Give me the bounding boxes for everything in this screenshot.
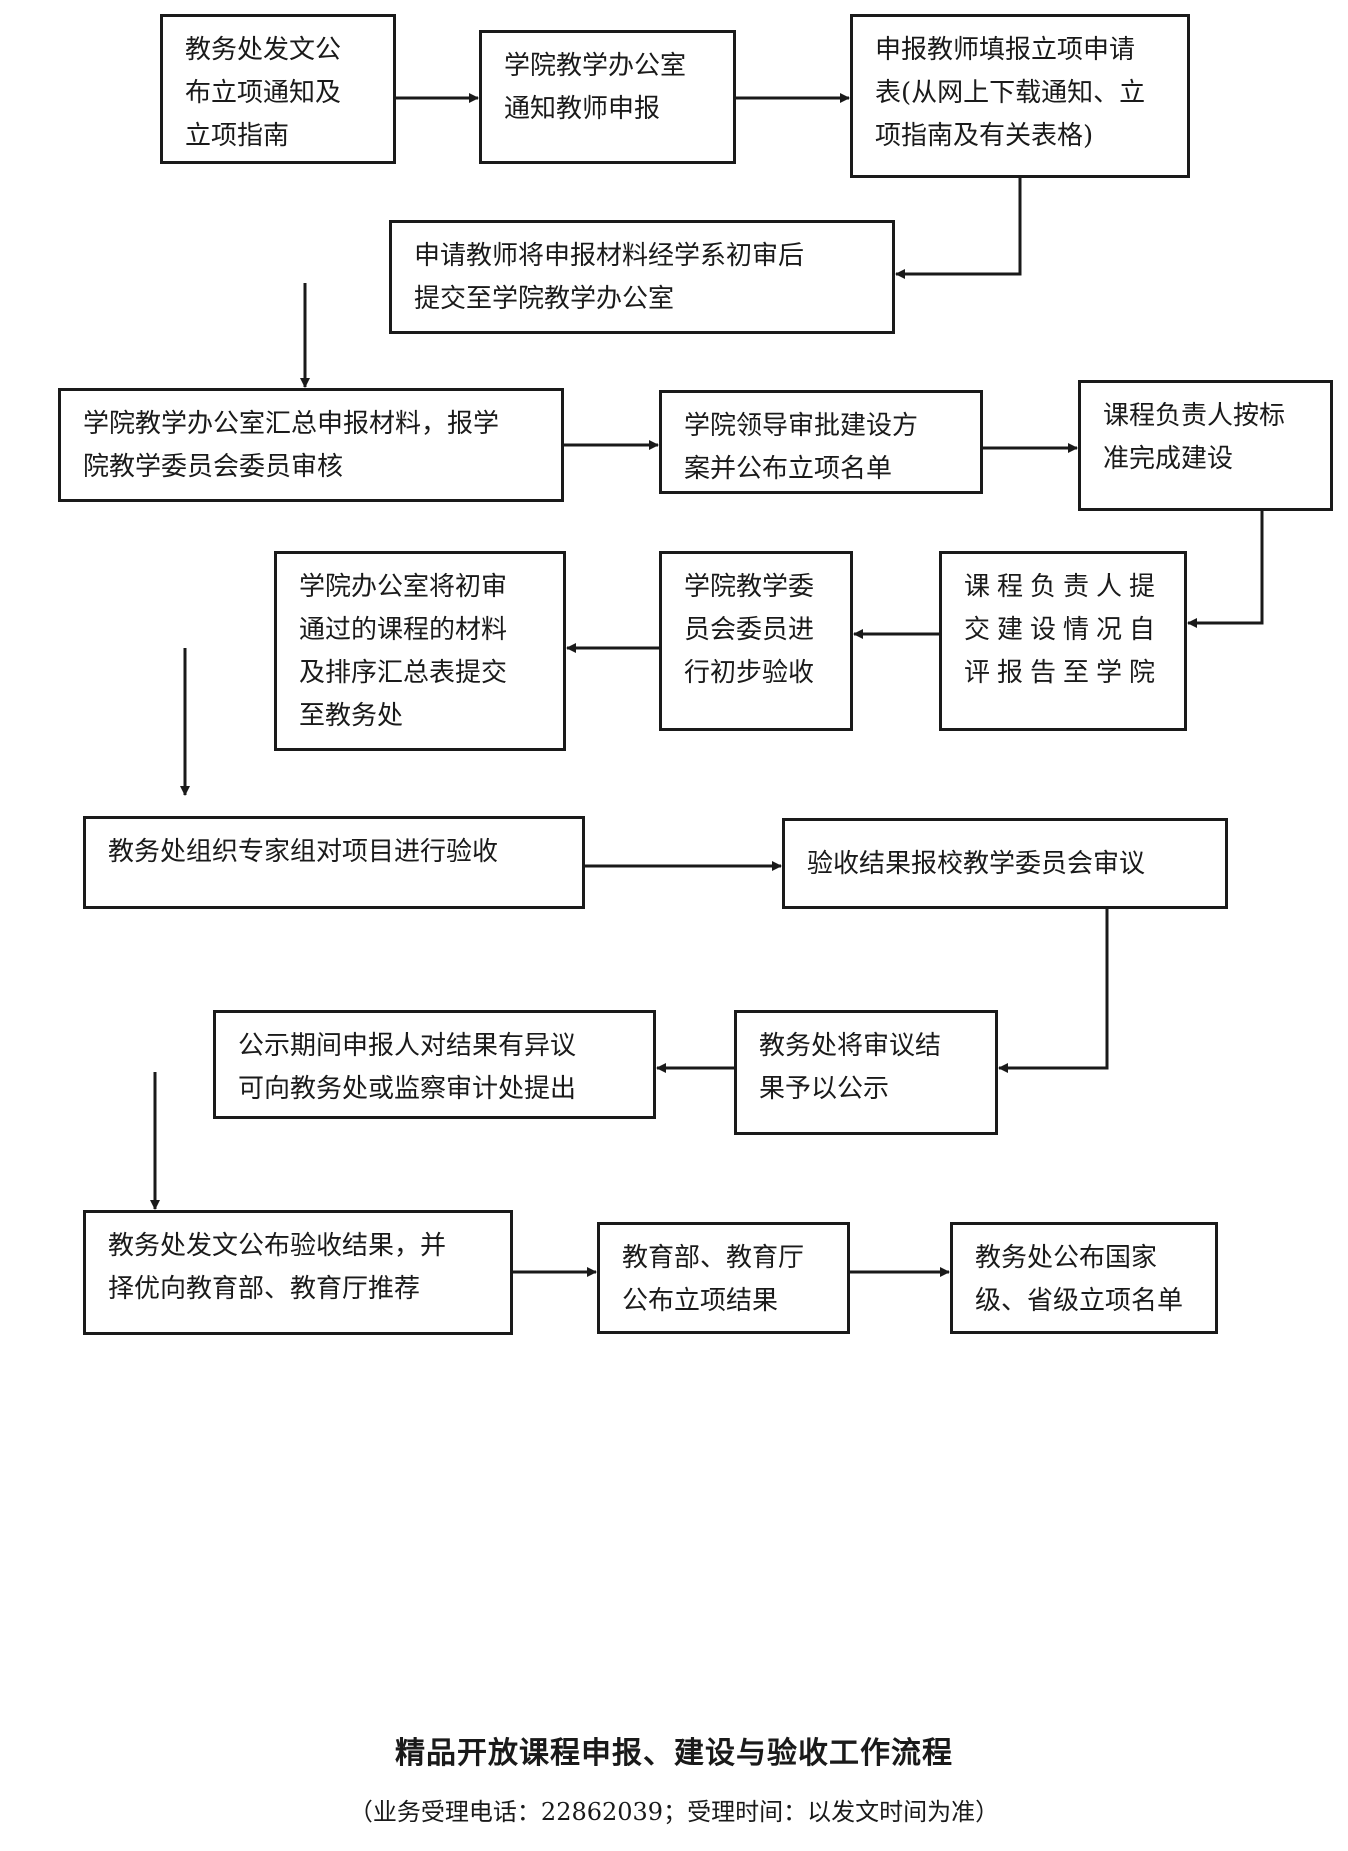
step-box-n6: 学院领导审批建设方 案并公布立项名单 [659,390,983,494]
step-box-n7: 课程负责人按标 准完成建设 [1078,380,1333,511]
diagram-note: （业务受理电话：22862039；受理时间：以发文时间为准） [348,1798,1000,1826]
arrow-n12-to-n13 [998,909,1109,1073]
step-box-n12: 验收结果报校教学委员会审议 [782,818,1228,909]
diagram-title: 精品开放课程申报、建设与验收工作流程 [395,1736,953,1771]
step-box-n8: 课程负责人提 交建设情况自 评报告至学院 [939,551,1187,731]
step-box-n11: 教务处组织专家组对项目进行验收 [83,816,585,909]
step-box-n15: 教务处发文公布验收结果，并 择优向教育部、教育厅推荐 [83,1210,513,1335]
step-box-n10: 学院办公室将初审 通过的课程的材料 及排序汇总表提交 至教务处 [274,551,566,751]
step-box-n17: 教务处公布国家 级、省级立项名单 [950,1222,1218,1334]
arrow-n3-to-n4 [895,178,1022,279]
step-box-n9: 学院教学委 员会委员进 行初步验收 [659,551,853,731]
step-box-n2: 学院教学办公室 通知教师申报 [479,30,736,164]
step-box-n3: 申报教师填报立项申请 表(从网上下载通知、立 项指南及有关表格) [850,14,1190,178]
step-box-n1: 教务处发文公 布立项通知及 立项指南 [160,14,396,164]
step-box-n5: 学院教学办公室汇总申报材料，报学 院教学委员会委员审核 [58,388,564,502]
arrow-n7-to-n8 [1187,511,1264,628]
step-box-n13: 教务处将审议结 果予以公示 [734,1010,998,1135]
step-box-n16: 教育部、教育厅 公布立项结果 [597,1222,850,1334]
step-box-n4: 申请教师将申报材料经学系初审后 提交至学院教学办公室 [389,220,895,334]
step-box-n14: 公示期间申报人对结果有异议 可向教务处或监察审计处提出 [213,1010,656,1119]
